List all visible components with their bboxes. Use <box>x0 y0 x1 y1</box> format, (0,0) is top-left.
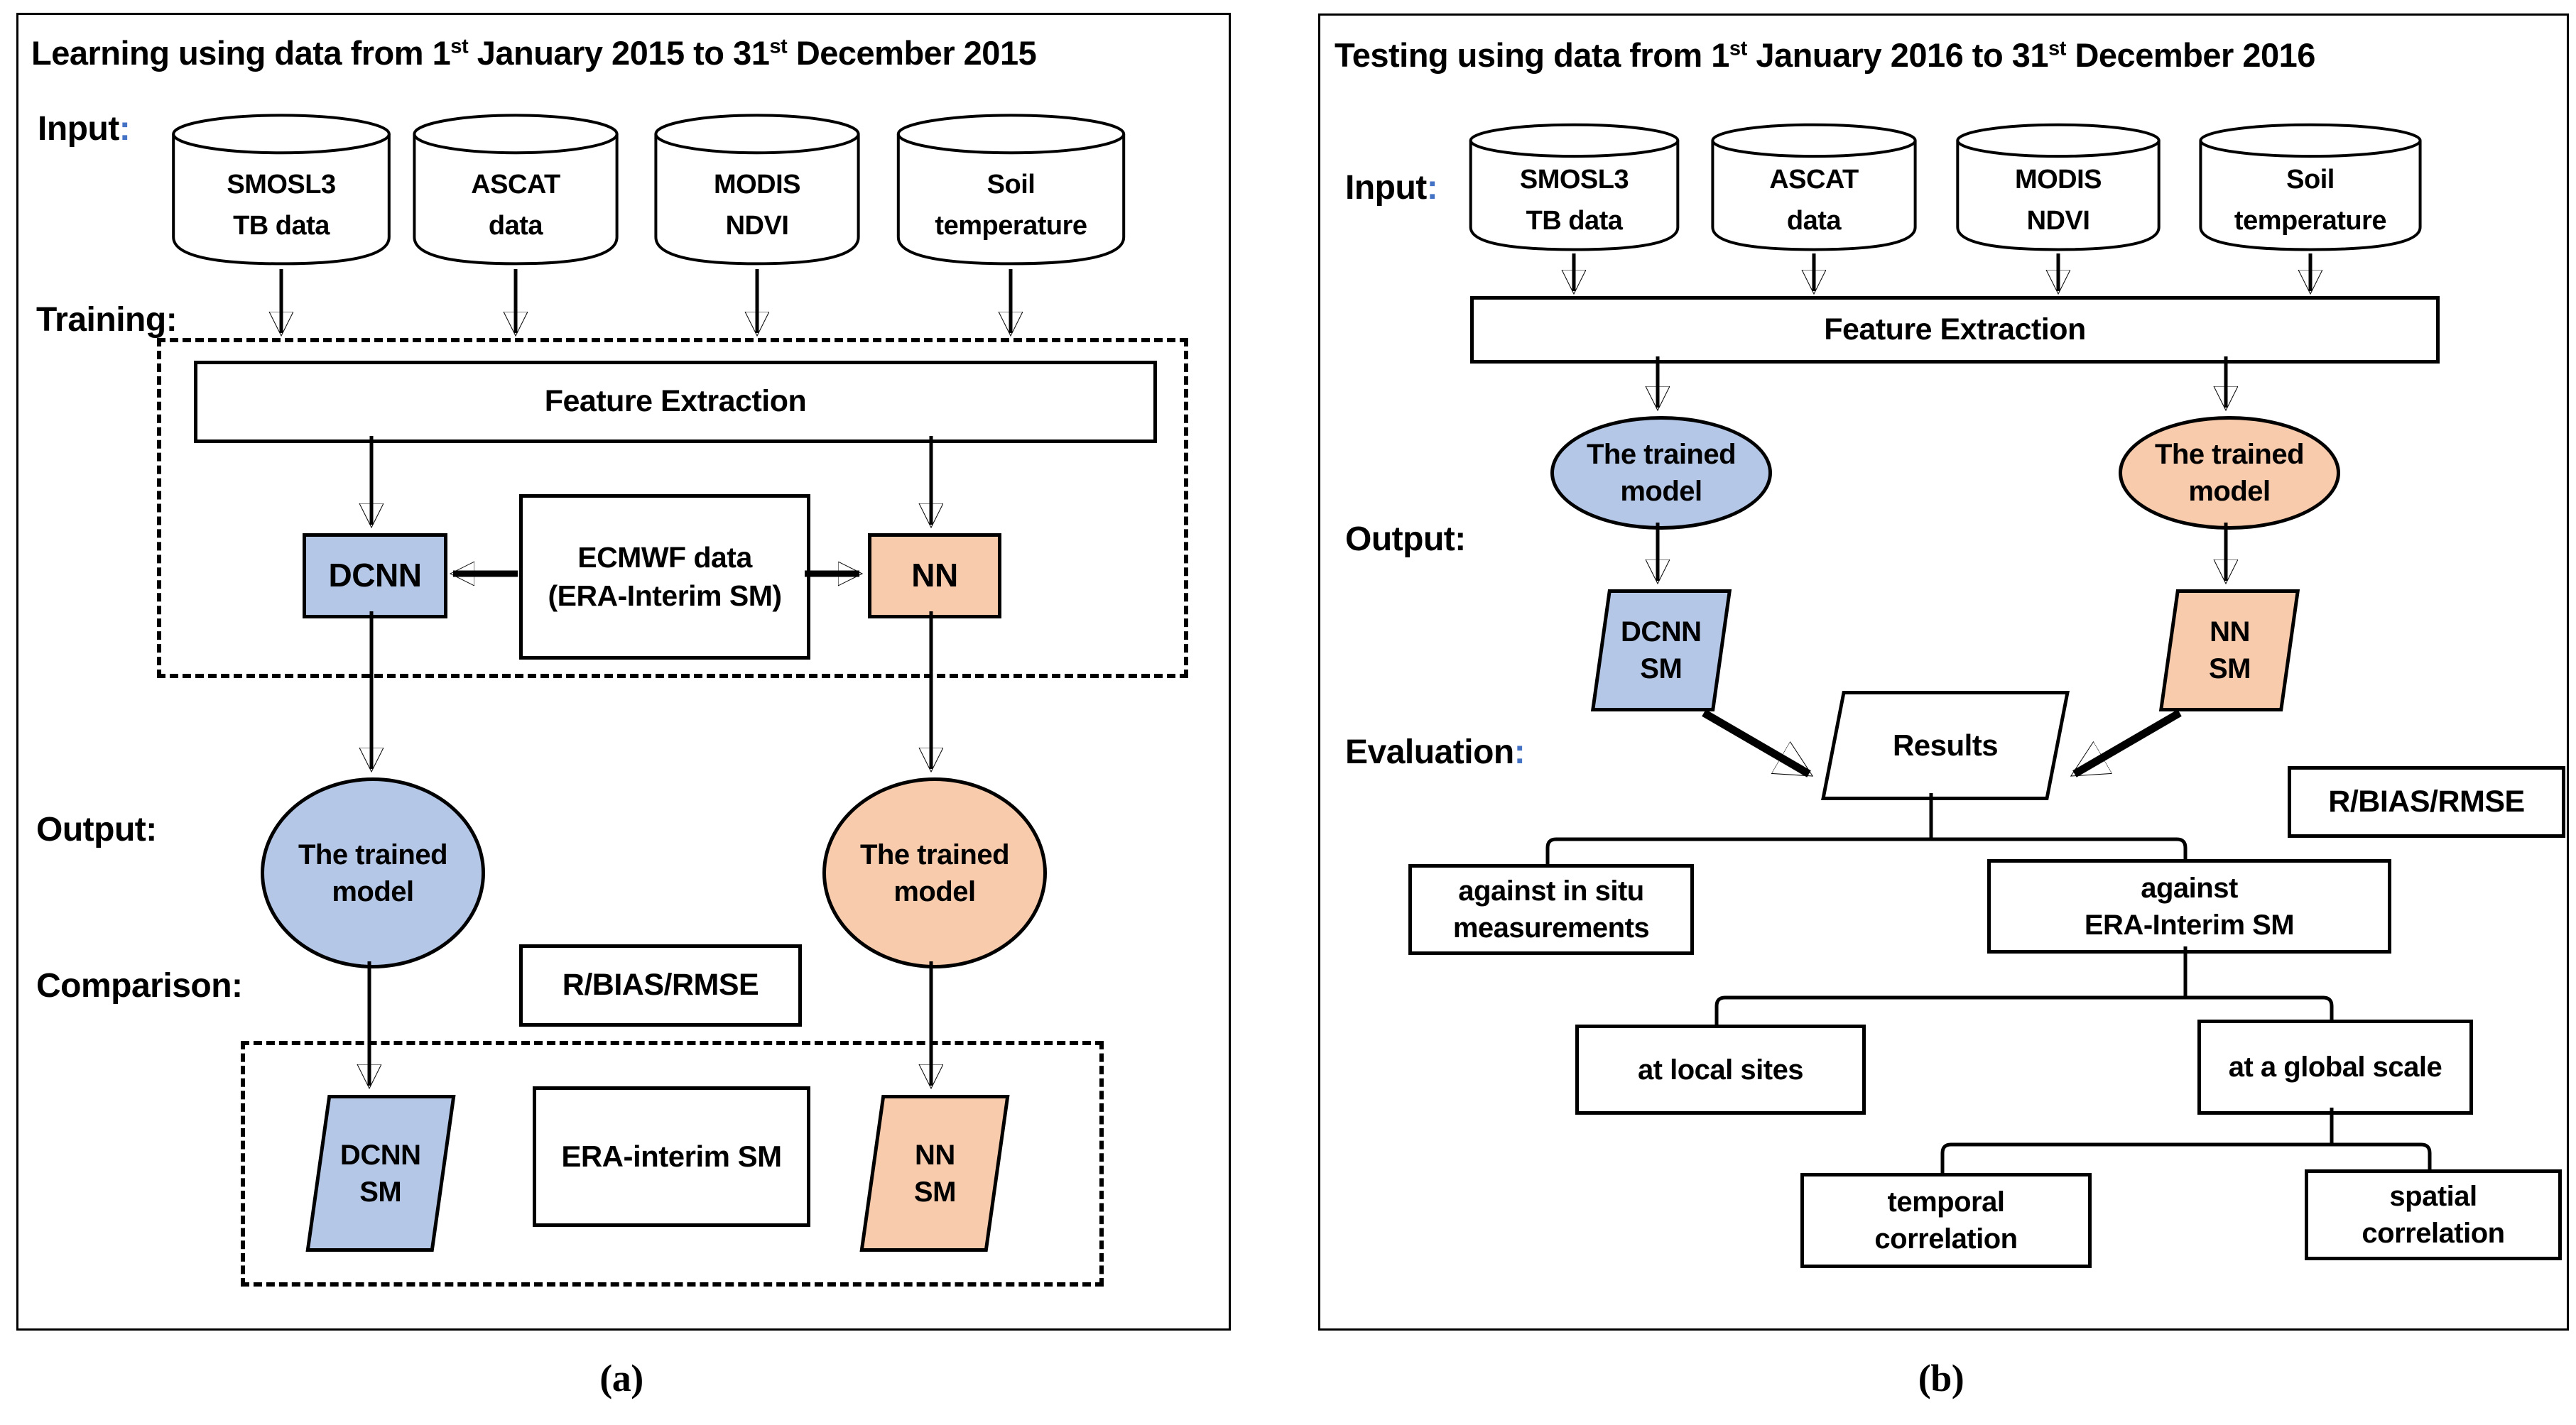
title-superscript: st <box>769 35 788 58</box>
results-parallelogram: Results <box>1821 691 2070 800</box>
spatial-correlation-box: spatial correlation <box>2305 1169 2562 1260</box>
trained-model-ellipse-nn: The trained model <box>822 777 1047 968</box>
input-label: Input: <box>1345 169 1438 207</box>
caption-a: (a) <box>599 1357 643 1399</box>
panel-learning: Learning using data from 1st January 201… <box>16 13 1231 1331</box>
output-label: Output: <box>36 811 157 848</box>
title-text: Learning using data from 1 <box>31 34 451 72</box>
cylinder-shape-icon <box>406 112 626 268</box>
dcnn-box: DCNN <box>303 533 447 618</box>
at-global-scale-box: at a global scale <box>2197 1020 2473 1115</box>
training-label: Training: <box>36 301 178 339</box>
training-dashed-box <box>157 338 1188 678</box>
input-label: Input: <box>38 110 131 148</box>
cylinder-shape-icon <box>1704 122 1924 253</box>
against-era-interim-box: against ERA-Interim SM <box>1987 859 2391 954</box>
caption-b: (b) <box>1918 1357 1964 1399</box>
panel-b-title: Testing using data from 1st January 2016… <box>1335 36 2315 75</box>
nn-box: NN <box>868 533 1001 618</box>
cylinder-shape-icon <box>1462 122 1687 253</box>
cylinder-shape-icon <box>888 112 1134 268</box>
title-text: Testing using data from 1 <box>1335 36 1729 74</box>
cylinder-shape-icon <box>164 112 398 268</box>
panel-testing: Testing using data from 1st January 2016… <box>1318 13 2569 1331</box>
nn-sm-parallelogram: NN SM <box>859 1095 1010 1252</box>
cylinder-shape-icon <box>2191 122 2430 253</box>
comparison-label: Comparison: <box>36 967 243 1005</box>
era-interim-sm-box: ERA-interim SM <box>533 1086 810 1227</box>
against-insitu-box: against in situ measurements <box>1408 864 1694 955</box>
title-superscript: st <box>450 35 469 58</box>
at-local-sites-box: at local sites <box>1575 1025 1866 1115</box>
title-text: December 2015 <box>787 34 1037 72</box>
cylinder-shape-icon <box>647 112 867 268</box>
trained-model-ellipse-dcnn: The trained model <box>1550 416 1772 530</box>
evaluation-label: Evaluation: <box>1345 733 1526 771</box>
nn-sm-parallelogram: NN SM <box>2158 589 2300 711</box>
output-label: Output: <box>1345 520 1466 558</box>
ecmwf-data-box: ECMWF data (ERA-Interim SM) <box>519 494 810 660</box>
dcnn-sm-parallelogram: DCNN SM <box>305 1095 456 1252</box>
title-superscript: st <box>1729 37 1747 60</box>
feature-extraction-box: Feature Extraction <box>1470 296 2440 364</box>
metrics-box: R/BIAS/RMSE <box>519 944 802 1027</box>
cylinder-shape-icon <box>1949 122 2168 253</box>
dcnn-sm-parallelogram: DCNN SM <box>1590 589 1732 711</box>
temporal-correlation-box: temporal correlation <box>1800 1173 2092 1268</box>
title-superscript: st <box>2048 37 2066 60</box>
title-text: December 2016 <box>2065 36 2315 74</box>
comparison-dashed-box <box>241 1041 1104 1287</box>
feature-extraction-box: Feature Extraction <box>194 361 1157 443</box>
metrics-box: R/BIAS/RMSE <box>2288 766 2565 838</box>
trained-model-ellipse-dcnn: The trained model <box>261 777 485 968</box>
panel-a-title: Learning using data from 1st January 201… <box>31 33 1037 72</box>
title-text: January 2016 to 31 <box>1746 36 2049 74</box>
title-text: January 2015 to 31 <box>468 34 770 72</box>
trained-model-ellipse-nn: The trained model <box>2119 416 2340 530</box>
